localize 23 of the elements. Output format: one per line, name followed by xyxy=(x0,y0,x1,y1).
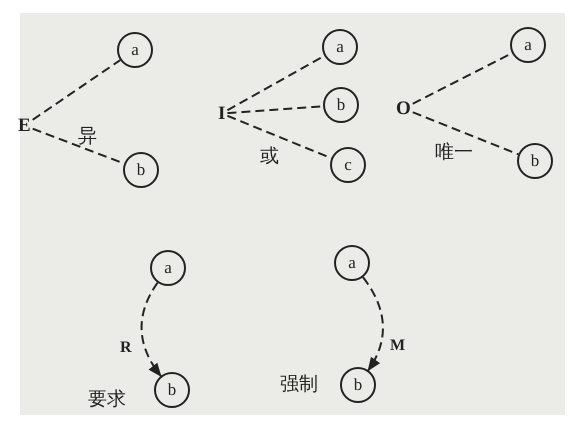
arrow xyxy=(362,276,384,372)
node-letter: O xyxy=(396,99,411,118)
circle-node: b xyxy=(123,152,159,188)
circle-node: c xyxy=(330,147,366,183)
node-letter: E xyxy=(18,116,31,135)
circle-node: a xyxy=(510,27,546,63)
circle-node: b xyxy=(154,372,190,408)
circle-node: a xyxy=(322,29,358,65)
connector-line xyxy=(412,111,519,156)
circle-node: b xyxy=(323,87,359,123)
relation-label: 要求 xyxy=(88,390,126,409)
circle-node: b xyxy=(517,143,553,179)
circle-node: b xyxy=(340,367,376,403)
relation-label: 唯一 xyxy=(435,143,473,162)
relation-label: 强制 xyxy=(280,375,318,394)
circle-node: a xyxy=(334,245,370,281)
relation-label: 或 xyxy=(260,147,279,166)
connector-line xyxy=(32,59,121,121)
circle-node: a xyxy=(150,250,186,286)
relation-label: 异 xyxy=(78,127,97,146)
circle-node: a xyxy=(117,32,153,68)
arrow xyxy=(140,282,162,378)
node-letter: I xyxy=(218,104,226,123)
